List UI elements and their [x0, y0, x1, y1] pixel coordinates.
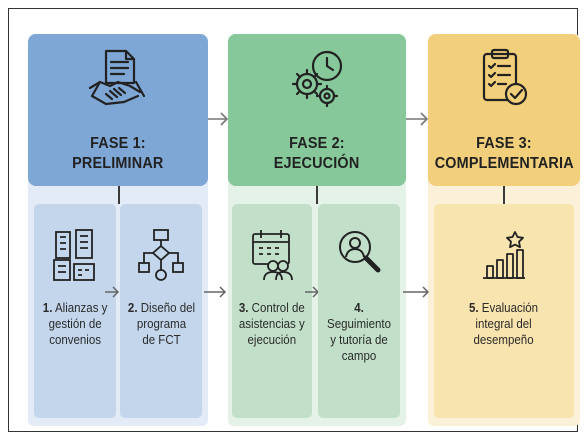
- step-arrow-2-icon: [204, 286, 227, 298]
- step-3-label: 3. Control de asistencias y ejecución: [239, 300, 305, 348]
- phase-2-title-line2: EJECUCIÓN: [274, 155, 360, 172]
- phase-arrow-2-icon: [406, 112, 429, 126]
- gears-clock-icon: [291, 50, 343, 108]
- phase-2-title-line1: FASE 2:: [289, 135, 345, 152]
- step-2-line2: programa: [136, 317, 186, 331]
- step-card-3: 3. Control de asistencias y ejecución: [232, 204, 312, 418]
- phase-1-header: FASE 1: PRELIMINAR: [28, 34, 208, 186]
- step-2-line3: de FCT: [141, 333, 181, 347]
- phase-1-title-line1: FASE 1:: [90, 135, 146, 152]
- step-5-label: 5. Evaluación integral del desempeño: [469, 300, 538, 348]
- step-5-number: 5.: [469, 301, 480, 315]
- step-card-2: 2. Diseño del programa de FCT: [120, 204, 202, 418]
- step-3-line3: ejecución: [247, 333, 297, 347]
- connector-line-1: [118, 186, 120, 204]
- step-4-line1: Seguimiento: [327, 317, 391, 331]
- flowchart-icon: [138, 229, 184, 281]
- step-arrow-1-icon: [105, 286, 120, 298]
- phase-3-header: FASE 3: COMPLEMENTARIA: [428, 34, 580, 186]
- step-1-label: 1. Alianzas y gestión de convenios: [43, 300, 108, 348]
- step-4-label: 4. Seguimiento y tutoría de campo: [321, 300, 396, 364]
- step-card-4: 4. Seguimiento y tutoría de campo: [318, 204, 400, 418]
- step-2-line1: Diseño del: [140, 301, 195, 315]
- step-5-line3: desempeño: [473, 333, 535, 347]
- phase-1-title-line2: PRELIMINAR: [72, 155, 164, 172]
- step-5-line1: Evaluación: [482, 301, 539, 315]
- phase-3-title-line1: FASE 3:: [476, 135, 532, 152]
- connector-line-2: [316, 186, 318, 204]
- step-1-number: 1.: [42, 301, 53, 315]
- calendar-people-icon: [252, 230, 293, 281]
- step-3-line2: asistencias y: [239, 317, 305, 331]
- step-5-line2: integral del: [475, 317, 533, 331]
- step-4-line2: y tutoría de: [330, 333, 388, 347]
- step-1-line3: convenios: [49, 333, 101, 347]
- step-2-label: 2. Diseño del programa de FCT: [127, 300, 194, 348]
- step-card-1: 1. Alianzas y gestión de convenios: [34, 204, 116, 418]
- bar-chart-star-icon: [483, 231, 525, 279]
- handshake-document-icon: [88, 49, 146, 106]
- connector-line-3: [503, 186, 505, 204]
- step-4-number: 4.: [354, 301, 364, 315]
- step-card-5: 5. Evaluación integral del desempeño: [434, 204, 574, 418]
- magnifier-person-icon: [339, 231, 381, 273]
- step-3-line1: Control de: [251, 301, 305, 315]
- step-1-line1: Alianzas y: [54, 301, 108, 315]
- step-1-line2: gestión de: [48, 317, 102, 331]
- step-2-number: 2.: [127, 301, 138, 315]
- phase-arrow-1-icon: [208, 112, 229, 126]
- clipboard-check-icon: [482, 48, 528, 106]
- step-3-number: 3.: [239, 301, 249, 315]
- step-arrow-4-icon: [403, 286, 430, 298]
- buildings-icon: [53, 229, 95, 281]
- phase-3-title-line2: COMPLEMENTARIA: [434, 155, 574, 172]
- step-4-line3: campo: [341, 349, 377, 363]
- phase-2-header: FASE 2: EJECUCIÓN: [228, 34, 406, 186]
